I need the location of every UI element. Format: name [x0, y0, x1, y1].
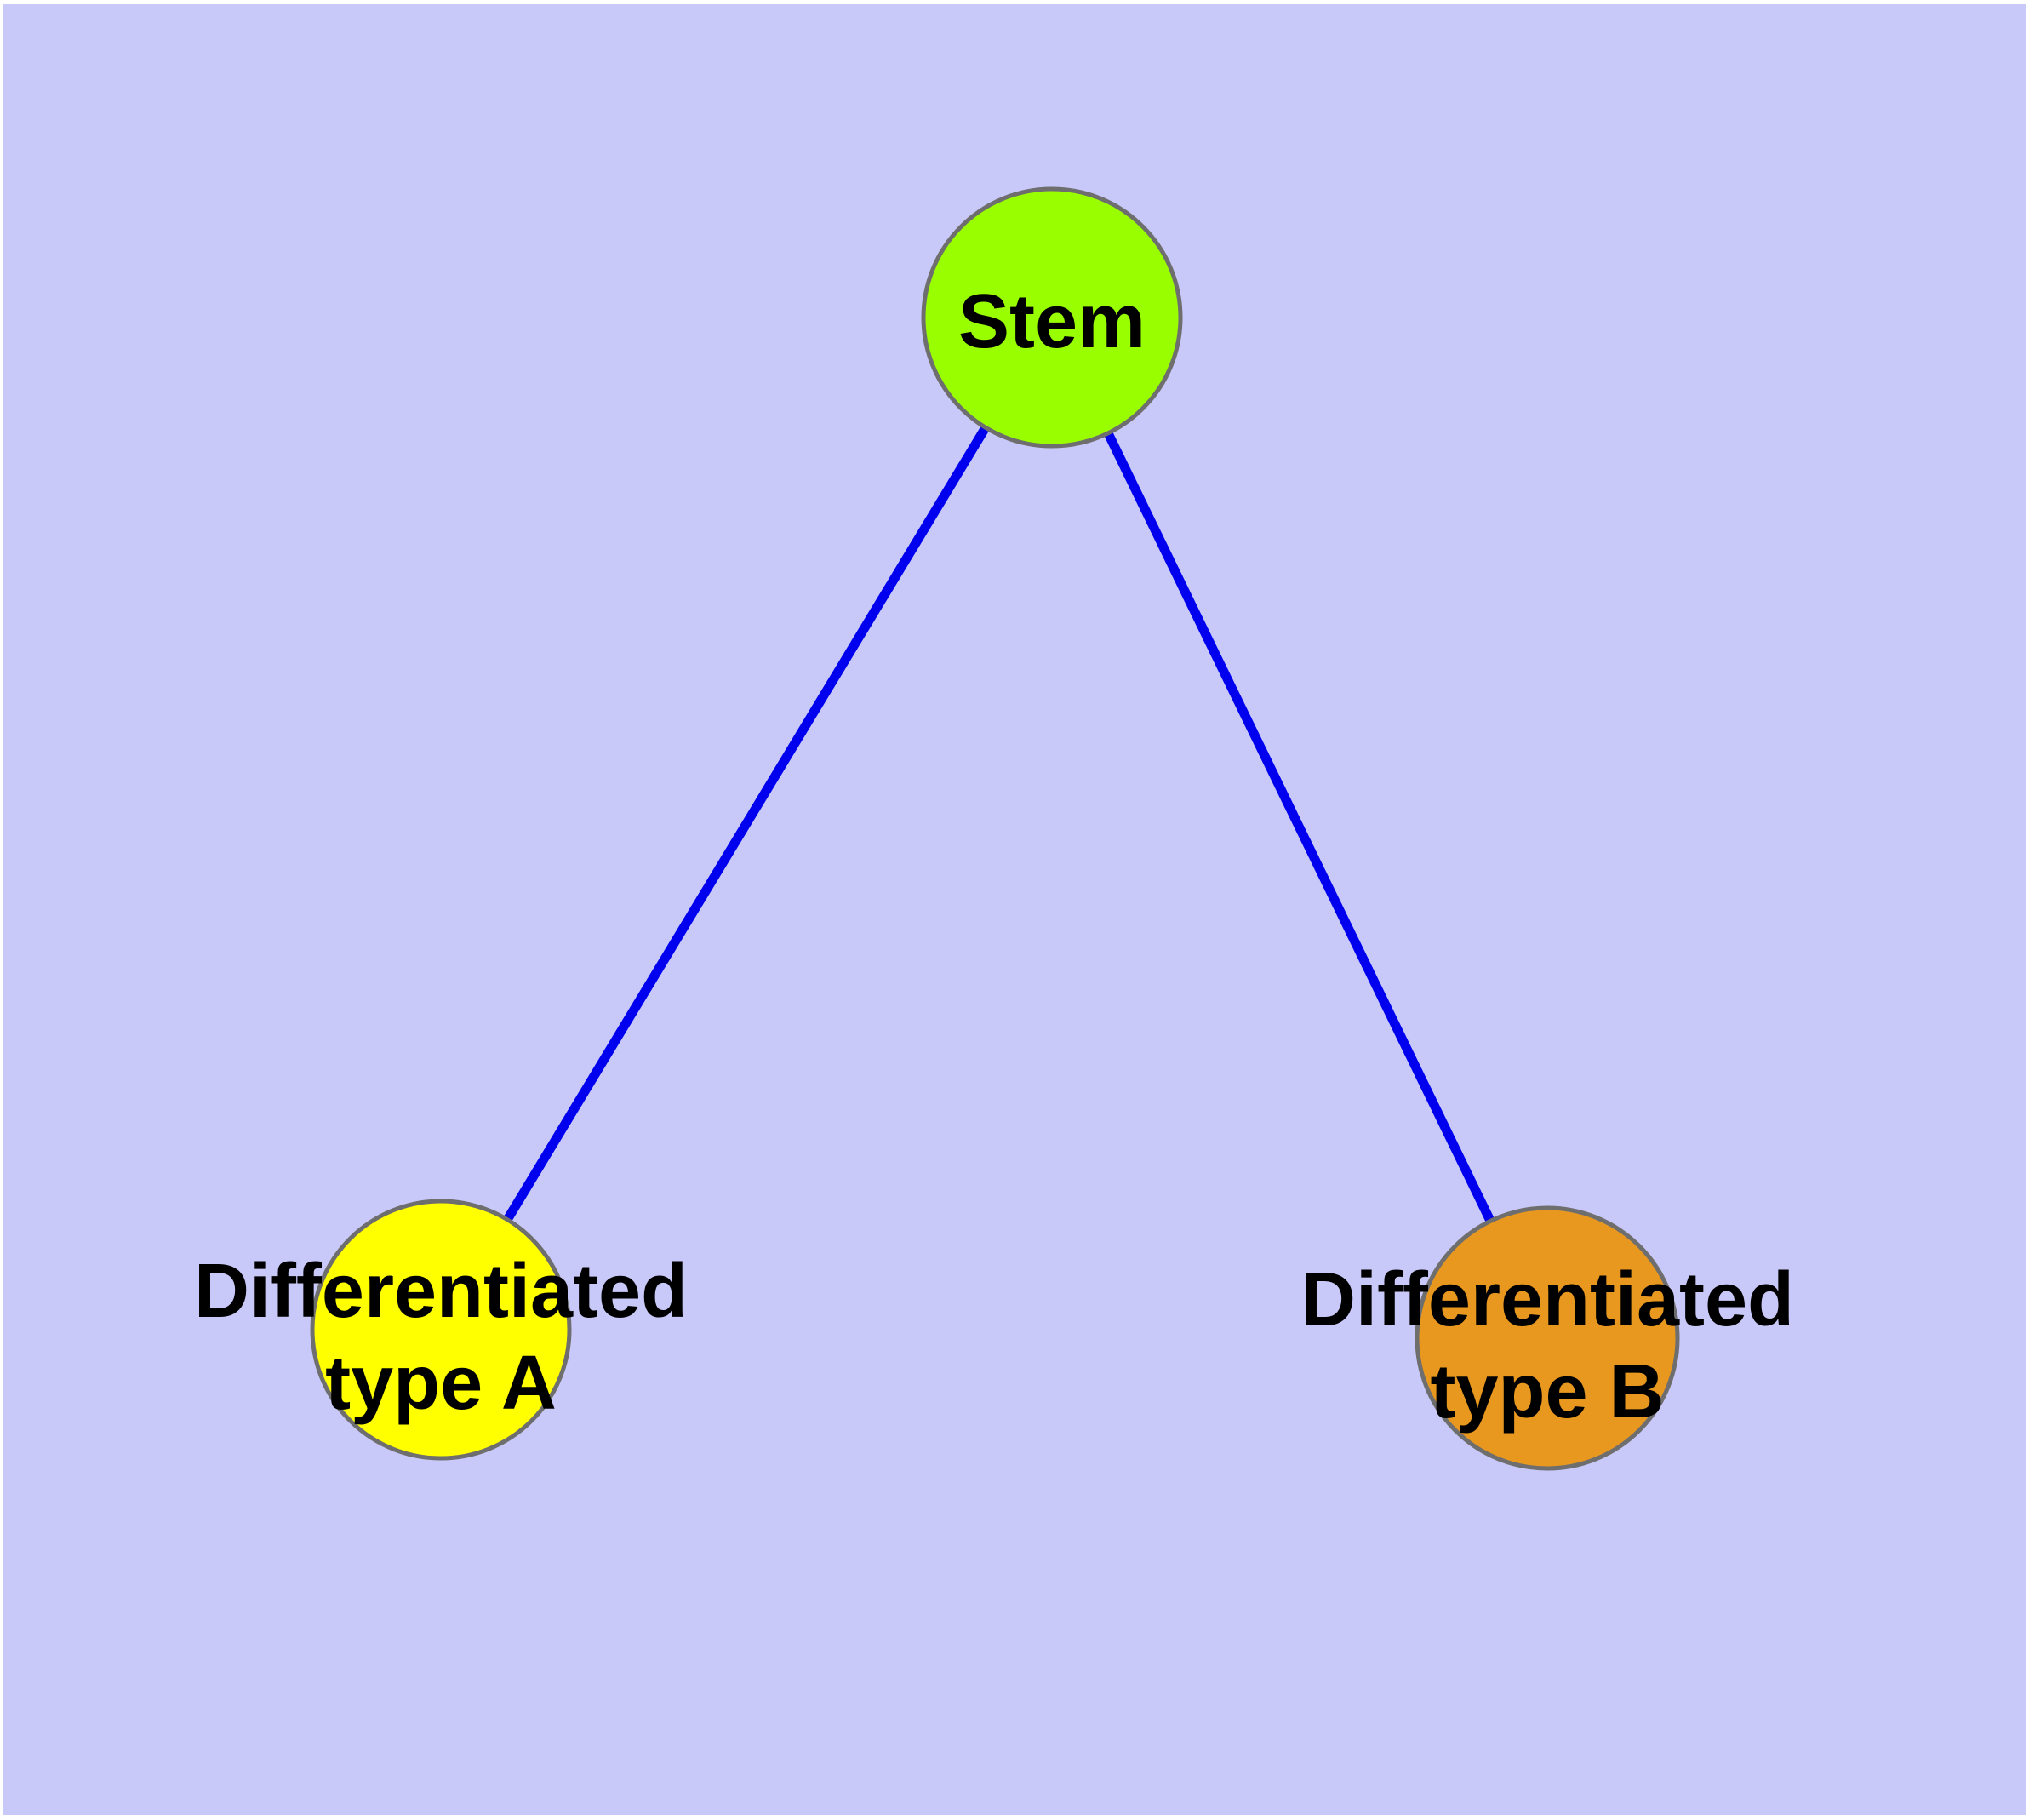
node-type-b-circle: [1415, 1205, 1680, 1471]
node-type-a: Differentiated type A: [194, 1199, 688, 1461]
node-stem-label: Stem: [958, 279, 1146, 364]
edge-stem-to-type-a: [437, 315, 1056, 1332]
node-stem: Stem: [921, 186, 1183, 449]
node-type-a-label-line2: type A: [325, 1341, 557, 1426]
node-type-b-label-line1: Differentiated: [1300, 1257, 1794, 1342]
edges: [437, 315, 1552, 1341]
node-type-a-circle: [310, 1199, 572, 1461]
node-type-b-label-line2: type B: [1430, 1349, 1664, 1434]
node-type-b: Differentiated type B: [1300, 1205, 1794, 1471]
node-type-a-label-line1: Differentiated: [194, 1249, 688, 1334]
node-stem-circle: [921, 186, 1183, 449]
edge-stem-to-type-b: [1048, 315, 1552, 1341]
